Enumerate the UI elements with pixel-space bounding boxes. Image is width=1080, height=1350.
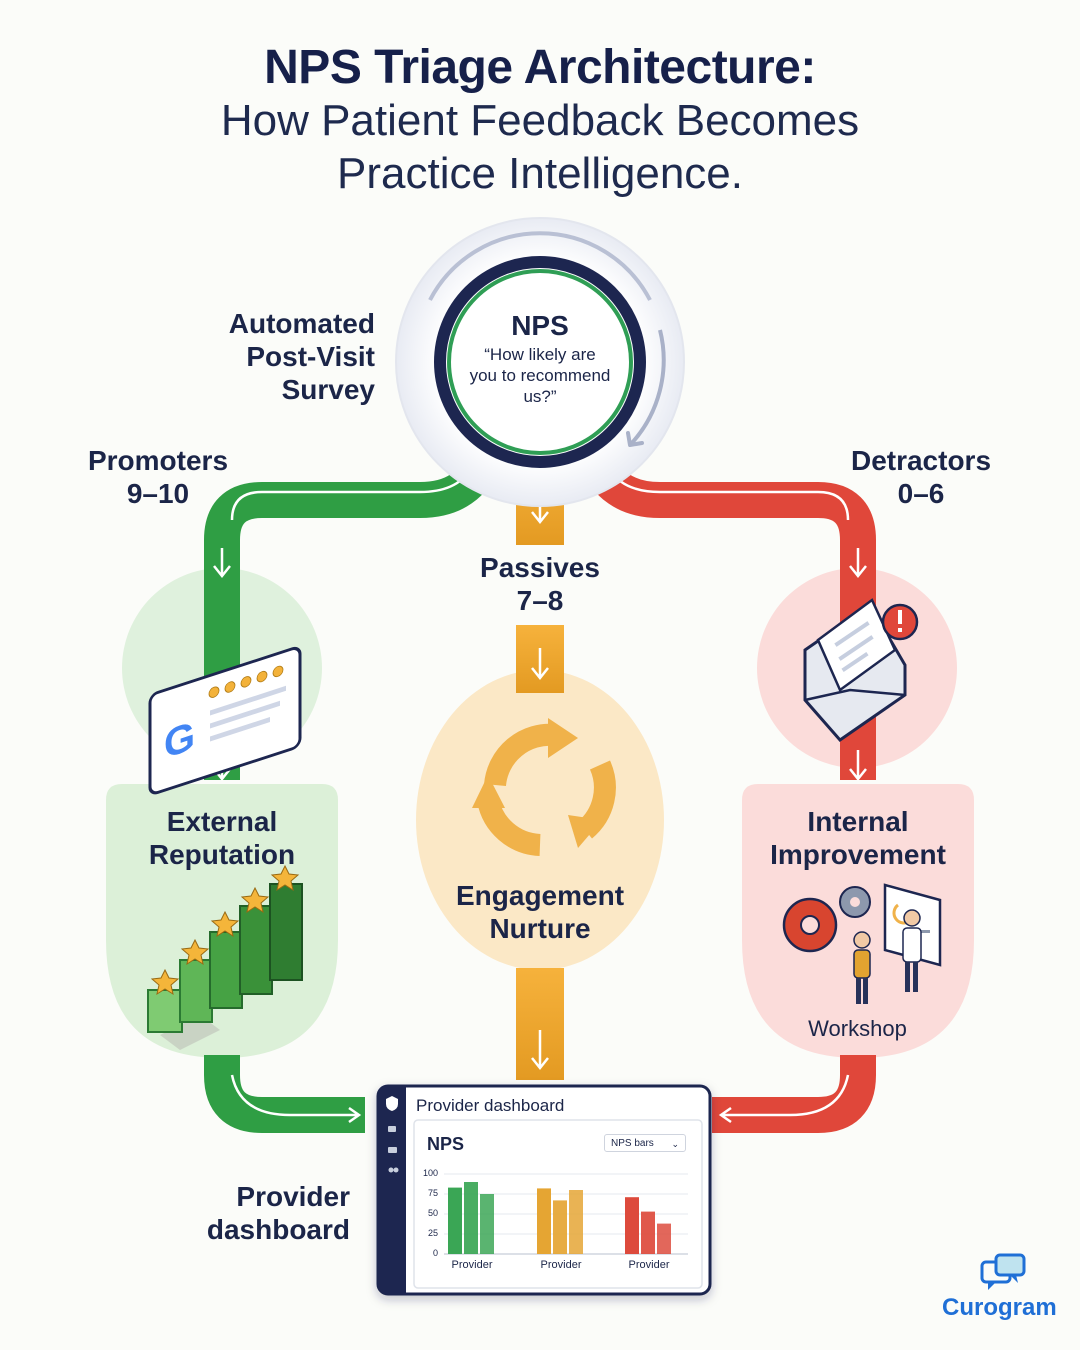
x-category-label: Provider <box>628 1259 670 1271</box>
nps-title: NPS <box>511 310 569 341</box>
chart-type-select[interactable]: NPS bars ⌄ <box>604 1134 686 1152</box>
y-tick-label: 100 <box>422 1168 438 1178</box>
y-tick-label: 75 <box>427 1188 438 1198</box>
google-review-icon: G <box>148 646 302 795</box>
detractors-label: Detractors 0–6 <box>850 445 992 509</box>
nps-question: “How likely are you to recommend us?” <box>469 345 611 406</box>
nps-node <box>395 217 685 507</box>
y-tick-label: 0 <box>432 1248 438 1258</box>
workshop-label: Workshop <box>808 1016 907 1041</box>
chart-type-select-value: NPS bars <box>611 1138 654 1149</box>
x-category-label: Provider <box>540 1259 582 1271</box>
y-tick-label: 50 <box>427 1208 438 1218</box>
y-tick-label: 25 <box>427 1228 438 1238</box>
shield-icon[interactable] <box>386 1096 398 1111</box>
chart-bar-1-1 <box>553 1200 567 1254</box>
lock-icon[interactable] <box>388 1126 396 1132</box>
svg-text:G: G <box>164 712 195 767</box>
engagement-nurture-label: Engagement Nurture <box>455 880 625 944</box>
chart-bar-2-1 <box>641 1211 655 1254</box>
dashboard-chart-title: NPS <box>427 1134 465 1154</box>
chevron-down-icon: ⌄ <box>671 1139 679 1149</box>
x-category-label: Provider <box>451 1259 493 1271</box>
users-icon[interactable] <box>388 1167 394 1173</box>
external-reputation-label: External Reputation <box>148 806 296 870</box>
chart-bar-1-2 <box>569 1190 583 1254</box>
passives-label: Passives 7–8 <box>480 552 600 616</box>
chart-bars <box>448 1182 671 1254</box>
curogram-logo-icon <box>980 1253 1026 1290</box>
survey-label: Automated Post-Visit Survey <box>228 308 375 405</box>
dashboard-title: Provider dashboard <box>416 1096 565 1115</box>
chart-bar-2-0 <box>625 1197 639 1254</box>
chart-bar-0-0 <box>448 1187 462 1254</box>
chart-bar-0-2 <box>480 1194 494 1254</box>
envelope-alert-icon <box>803 598 919 742</box>
chart-bar-0-1 <box>464 1182 478 1254</box>
provider-dashboard-label: Provider dashboard <box>206 1181 350 1245</box>
internal-improvement-label: Internal Improvement <box>770 806 946 870</box>
chart-bar-1-0 <box>537 1188 551 1254</box>
page-subtitle-line-2: Practice Intelligence. <box>337 149 743 198</box>
brand-name: Curogram <box>942 1294 1057 1321</box>
folder-icon[interactable] <box>388 1147 397 1153</box>
chart-bar-2-2 <box>657 1223 671 1254</box>
passive-panel <box>416 670 664 970</box>
promoters-label: Promoters 9–10 <box>87 445 229 509</box>
page-subtitle-line-1: How Patient Feedback Becomes <box>220 96 860 145</box>
cycle-arrows-icon <box>472 718 616 856</box>
growth-bars-icon <box>147 864 303 1050</box>
page-title: NPS Triage Architecture: <box>264 41 816 94</box>
workshop-illustration <box>782 883 942 1004</box>
